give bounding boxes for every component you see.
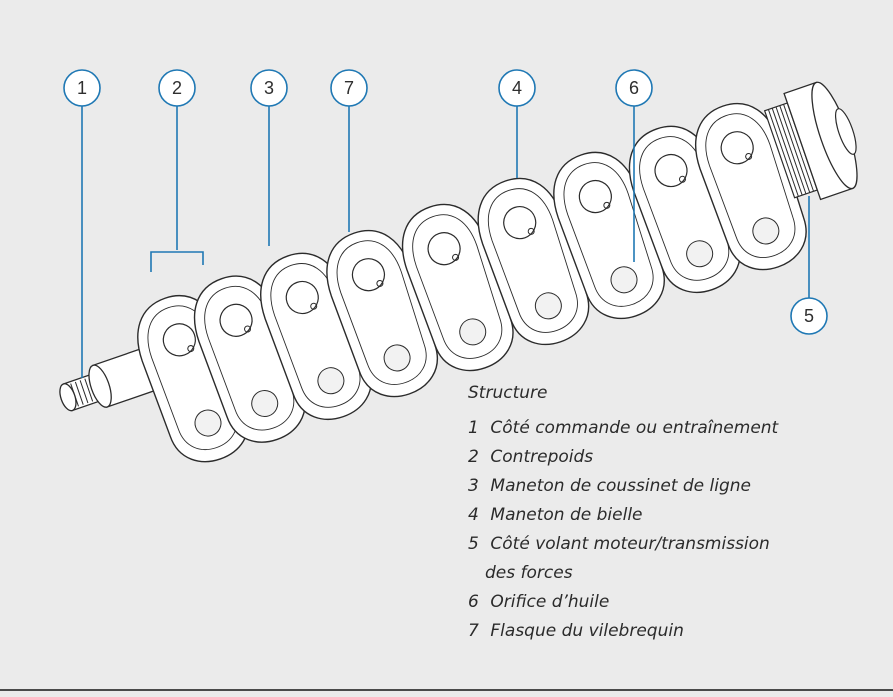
legend-item-text: Orifice d’huile (490, 592, 609, 612)
legend-item-number: 7 (468, 617, 485, 646)
legend-item-text: des forces (485, 563, 573, 583)
legend-item-number: 4 (468, 501, 485, 530)
legend-item: 4 Maneton de bielle (468, 501, 778, 530)
legend-item-text: Maneton de bielle (490, 505, 642, 525)
callout-3: 3 (251, 70, 287, 106)
legend-item: 1 Côté commande ou entraînement (468, 414, 778, 443)
callout-6-label: 6 (629, 78, 639, 98)
callout-4-label: 4 (512, 78, 522, 98)
callout-2: 2 (159, 70, 195, 106)
callout-1-label: 1 (77, 78, 87, 98)
callout-7: 7 (331, 70, 367, 106)
legend-item: 3 Maneton de coussinet de ligne (468, 472, 778, 501)
legend-title: Structure (468, 378, 778, 414)
legend-item-number: 6 (468, 588, 485, 617)
legend-item-number: 5 (468, 530, 485, 559)
callout-5: 5 (791, 298, 827, 334)
legend-item-number: 1 (468, 414, 485, 443)
legend-item-text: Côté commande ou entraînement (490, 418, 778, 438)
structure-legend: Structure 1 Côté commande ou entraînemen… (468, 378, 778, 646)
callout-4: 4 (499, 70, 535, 106)
callout-1: 1 (64, 70, 100, 106)
legend-item-text: Flasque du vilebrequin (490, 621, 683, 641)
callout-6: 6 (616, 70, 652, 106)
legend-item: 7 Flasque du vilebrequin (468, 617, 778, 646)
callout-2-label: 2 (172, 78, 182, 98)
legend-item-text: Maneton de coussinet de ligne (490, 476, 751, 496)
callout-5-label: 5 (804, 306, 814, 326)
bottom-divider (0, 689, 893, 691)
legend-item-text: Contrepoids (490, 447, 593, 467)
legend-item: 5 Côté volant moteur/transmission (468, 530, 778, 559)
legend-item-text: Côté volant moteur/transmission (490, 534, 769, 554)
callout-7-label: 7 (344, 78, 354, 98)
legend-item: 6 Orifice d’huile (468, 588, 778, 617)
callout-3-label: 3 (264, 78, 274, 98)
legend-item-continuation: des forces (468, 559, 778, 588)
legend-item-number: 3 (468, 472, 485, 501)
legend-item-number: 2 (468, 443, 485, 472)
legend-item: 2 Contrepoids (468, 443, 778, 472)
